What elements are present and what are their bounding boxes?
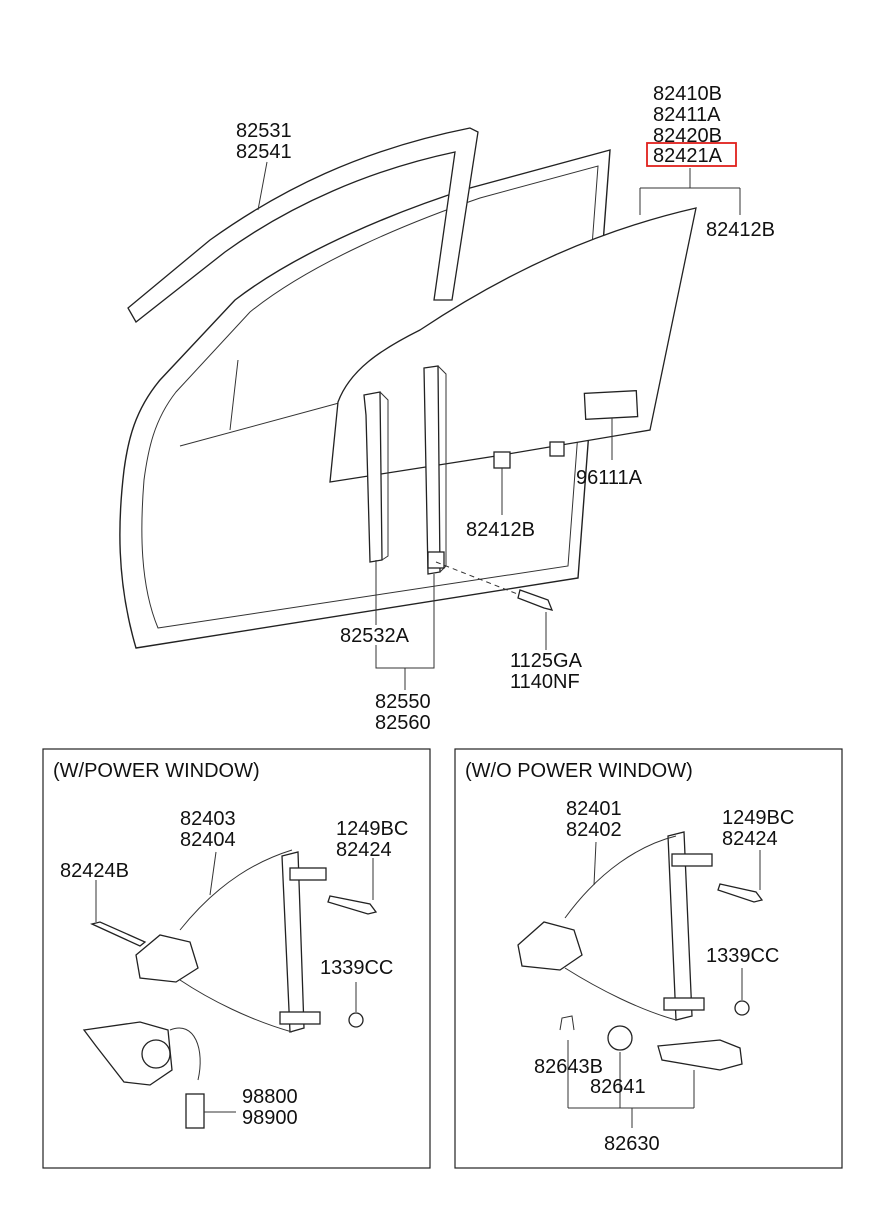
pw-motor-connector <box>185 1093 205 1129</box>
pw-label-82424b: 82424B <box>60 860 129 882</box>
label-82421a: 82421A <box>653 145 723 167</box>
pw-motor-gear <box>141 1039 171 1069</box>
mw-regulator-cable <box>564 835 677 1021</box>
label-82412b-right: 82412B <box>706 219 775 241</box>
label-82410b: 82410B <box>653 83 722 105</box>
power-window-frame <box>42 748 431 1169</box>
label-1140nf: 1140NF <box>510 671 580 693</box>
label-82411a: 82411A <box>653 104 721 126</box>
pw-bracket-upper <box>289 867 327 881</box>
label-82420b: 82420B <box>653 125 722 147</box>
mw-label-82641: 82641 <box>590 1076 646 1098</box>
leader-lines <box>257 161 741 690</box>
power-window-title: (W/POWER WINDOW) <box>53 760 260 782</box>
mw-label-1249bc: 1249BC <box>722 807 794 829</box>
label-82541: 82541 <box>236 141 292 163</box>
manual-window-frame <box>454 748 843 1169</box>
mw-clip <box>559 1015 575 1031</box>
power-window-box: (W/POWER WINDOW) 82403 82404 1249BC 8242… <box>42 748 431 1169</box>
pw-bolt-left <box>90 921 147 947</box>
pw-label-82403: 82403 <box>180 808 236 830</box>
mw-label-82630: 82630 <box>604 1133 660 1155</box>
bolt-line <box>435 561 521 596</box>
mw-label-82643b: 82643B <box>534 1056 603 1078</box>
front-channel <box>423 365 441 575</box>
pw-regulator-cable <box>179 849 293 1033</box>
pw-label-1339cc: 1339CC <box>320 957 393 979</box>
mw-bolt-right <box>717 883 764 903</box>
mw-label-82424: 82424 <box>722 828 778 850</box>
mw-bracket-lower <box>663 997 705 1011</box>
pw-motor-body <box>82 1021 173 1086</box>
label-82560: 82560 <box>375 712 431 734</box>
mw-label-82401: 82401 <box>566 798 622 820</box>
pw-bolt-right <box>327 895 378 915</box>
pw-label-82404: 82404 <box>180 829 236 851</box>
main-labels: 82531 82541 82410B 82411A 82420B 82421A … <box>236 83 775 734</box>
front-channel-bracket <box>427 551 445 569</box>
label-1125ga: 1125GA <box>510 650 583 672</box>
pw-bracket-lower <box>279 1011 321 1025</box>
door-inner-panel <box>141 165 599 629</box>
pw-label-98900: 98900 <box>242 1107 298 1129</box>
window-frame-inner <box>229 359 239 431</box>
door-glass <box>329 207 697 483</box>
mw-nut <box>734 1000 750 1016</box>
pw-label-1249bc: 1249BC <box>336 818 408 840</box>
label-96111a: 96111A <box>576 467 643 489</box>
bolt-shape <box>517 589 554 611</box>
label-82550: 82550 <box>375 691 431 713</box>
highlight-box <box>646 142 737 167</box>
mw-label-82402: 82402 <box>566 819 622 841</box>
mw-bracket-upper <box>671 853 713 867</box>
front-channel-side <box>437 365 447 573</box>
pw-label-82424: 82424 <box>336 839 392 861</box>
mw-handle <box>657 1039 743 1071</box>
pw-nut <box>348 1012 364 1028</box>
rear-channel <box>363 391 383 563</box>
mw-regulator-rail <box>667 831 693 1021</box>
glass-label-rect <box>583 389 639 421</box>
label-82532a: 82532A <box>340 625 410 647</box>
pw-label-98800: 98800 <box>242 1086 298 1108</box>
pw-regulator-base <box>135 934 199 983</box>
label-82412b-lower: 82412B <box>466 519 535 541</box>
mw-label-1339cc: 1339CC <box>706 945 779 967</box>
mw-regulator-base <box>517 921 583 971</box>
pw-motor-wire <box>169 1027 201 1081</box>
manual-window-box: (W/O POWER WINDOW) 82401 82402 1249BC 82… <box>454 748 843 1169</box>
door-assembly-drawing <box>119 127 697 649</box>
glass-clip-right <box>549 441 565 457</box>
glass-run-upper <box>127 127 479 323</box>
label-82531: 82531 <box>236 120 292 142</box>
glass-clip-left <box>493 451 511 469</box>
manual-window-title: (W/O POWER WINDOW) <box>465 760 693 782</box>
door-shell <box>119 149 611 649</box>
rear-channel-side <box>379 391 389 561</box>
pw-regulator-rail <box>281 851 305 1033</box>
mw-washer <box>607 1025 633 1051</box>
